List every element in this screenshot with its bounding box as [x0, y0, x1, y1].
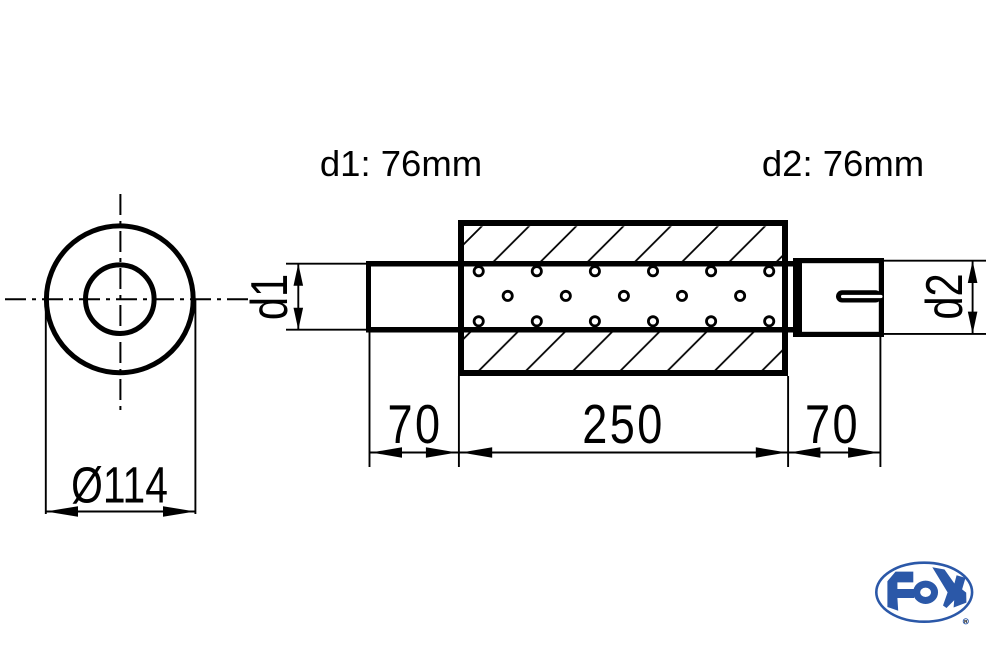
svg-text:70: 70 — [387, 393, 442, 455]
svg-text:d1: 76mm: d1: 76mm — [320, 143, 482, 184]
svg-text:d2: d2 — [915, 273, 974, 319]
svg-text:d1: d1 — [240, 274, 299, 320]
svg-text:70: 70 — [805, 393, 860, 455]
svg-text:d2: 76mm: d2: 76mm — [762, 143, 924, 184]
svg-text:250: 250 — [582, 393, 665, 455]
svg-text:Ø114: Ø114 — [71, 456, 168, 513]
svg-text:R: R — [964, 619, 968, 624]
